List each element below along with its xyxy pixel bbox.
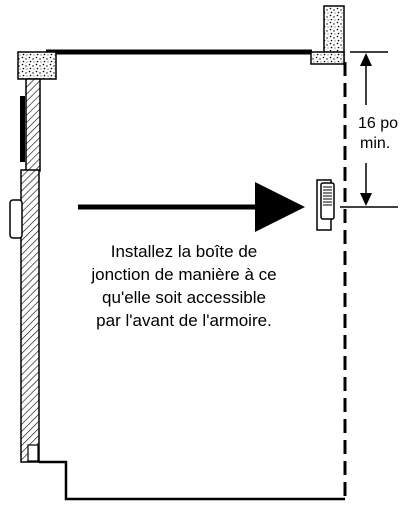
dimension-qualifier-label: min. <box>360 135 390 152</box>
instruction-text: Installez la boîte de jonction de manièr… <box>90 242 276 330</box>
cabinet-base-outline <box>39 460 345 501</box>
right-counter-block <box>310 51 345 65</box>
dimension-arrowhead-up <box>360 53 372 66</box>
instruction-line: Installez la boîte de <box>111 242 257 261</box>
top-left-counter-block <box>17 51 57 80</box>
junction-box-coil <box>323 186 332 206</box>
junction-box <box>320 182 335 220</box>
upper-door-panel <box>25 78 41 172</box>
lower-door-panel <box>20 169 40 463</box>
dimension-value-label: 16 po <box>358 115 398 132</box>
door-bottom-cap <box>27 444 39 462</box>
door-handle <box>9 199 23 239</box>
instruction-line: par l'avant de l'armoire. <box>96 311 272 330</box>
instruction-line: qu'elle soit accessible <box>102 288 266 307</box>
upper-door-edge <box>20 96 25 162</box>
instruction-line: jonction de manière à ce <box>90 265 276 284</box>
dimension-arrowhead-down <box>360 193 372 206</box>
